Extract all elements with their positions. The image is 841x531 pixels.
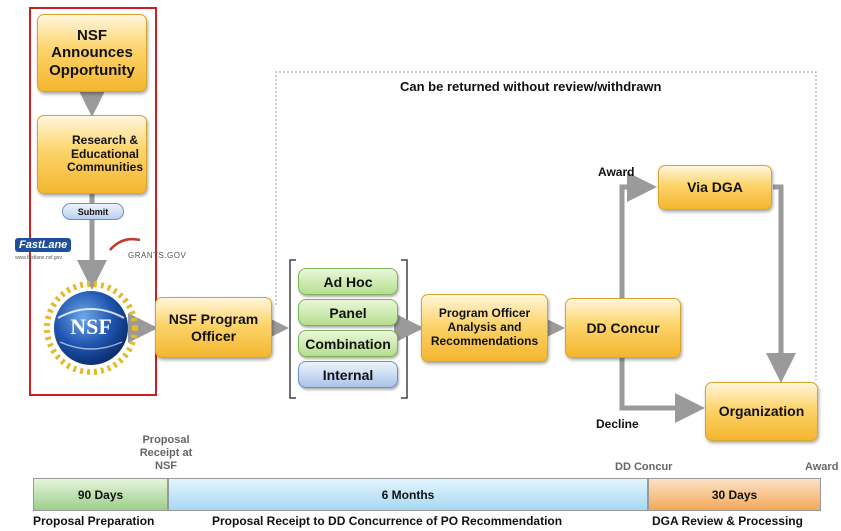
timeline-6-months: 6 Months <box>168 478 648 511</box>
timeline-caption-dga: DGA Review & Processing <box>652 514 803 528</box>
award-label: Award <box>598 165 635 179</box>
review-panel: Panel <box>298 299 398 326</box>
submit-badge: Submit <box>62 203 124 220</box>
nsf-logo-text: NSF <box>70 314 112 339</box>
communities-box: Research & Educational Communities <box>37 115 147 194</box>
returned-label: Can be returned without review/withdrawn <box>400 79 662 94</box>
po-analysis-box: Program Officer Analysis and Recommendat… <box>421 294 548 362</box>
review-panel-label: Panel <box>329 304 367 321</box>
po-analysis-label: Program Officer Analysis and Recommendat… <box>430 306 539 348</box>
highlight-frame <box>29 7 157 396</box>
timeline-caption-preparation: Proposal Preparation <box>33 514 155 528</box>
fastlane-tagline: www.fastlane.nsf.gov <box>15 255 62 261</box>
review-internal-label: Internal <box>322 366 374 383</box>
grants-gov-swoosh-icon <box>109 237 141 251</box>
nsf-program-officer-box: NSF Program Officer <box>155 297 272 358</box>
timeline-6-months-label: 6 Months <box>381 487 435 502</box>
organization-label: Organization <box>718 403 805 420</box>
timeline-30-days-label: 30 Days <box>711 487 758 502</box>
review-combination: Combination <box>298 330 398 357</box>
nsf-announces-label: NSF Announces Opportunity <box>49 27 135 79</box>
award-timeline-label: Award <box>805 461 839 473</box>
proposal-receipt-label: Proposal Receipt at NSF <box>139 434 193 473</box>
communities-label: Research & Educational Communities <box>67 132 144 175</box>
nsf-announces-box: NSF Announces Opportunity <box>37 14 147 92</box>
timeline-90-days-label: 90 Days <box>77 487 124 502</box>
fastlane-wordmark: FastLane <box>15 238 72 252</box>
nsf-program-officer-label: NSF Program Officer <box>168 311 259 344</box>
via-dga-label: Via DGA <box>687 179 743 196</box>
decline-label: Decline <box>596 417 639 431</box>
timeline-90-days: 90 Days <box>33 478 168 511</box>
returned-dotted-frame <box>275 71 817 380</box>
dd-concur-label: DD Concur <box>586 319 660 336</box>
dd-concur-box: DD Concur <box>565 298 681 358</box>
via-dga-box: Via DGA <box>658 165 772 210</box>
organization-box: Organization <box>705 382 818 441</box>
review-ad-hoc: Ad Hoc <box>298 268 398 295</box>
review-combination-label: Combination <box>305 335 391 352</box>
review-internal: Internal <box>298 361 398 388</box>
submit-label: Submit <box>77 206 109 217</box>
timeline-30-days: 30 Days <box>648 478 821 511</box>
grants-gov-logo: GRANTS.GOV <box>128 251 187 260</box>
review-ad-hoc-label: Ad Hoc <box>323 273 373 290</box>
nsf-logo <box>44 281 138 375</box>
fastlane-logo: FastLane www.fastlane.nsf.gov <box>15 235 87 263</box>
dd-concur-timeline-label: DD Concur <box>615 461 673 473</box>
timeline-caption-receipt: Proposal Receipt to DD Concurrence of PO… <box>212 514 563 528</box>
